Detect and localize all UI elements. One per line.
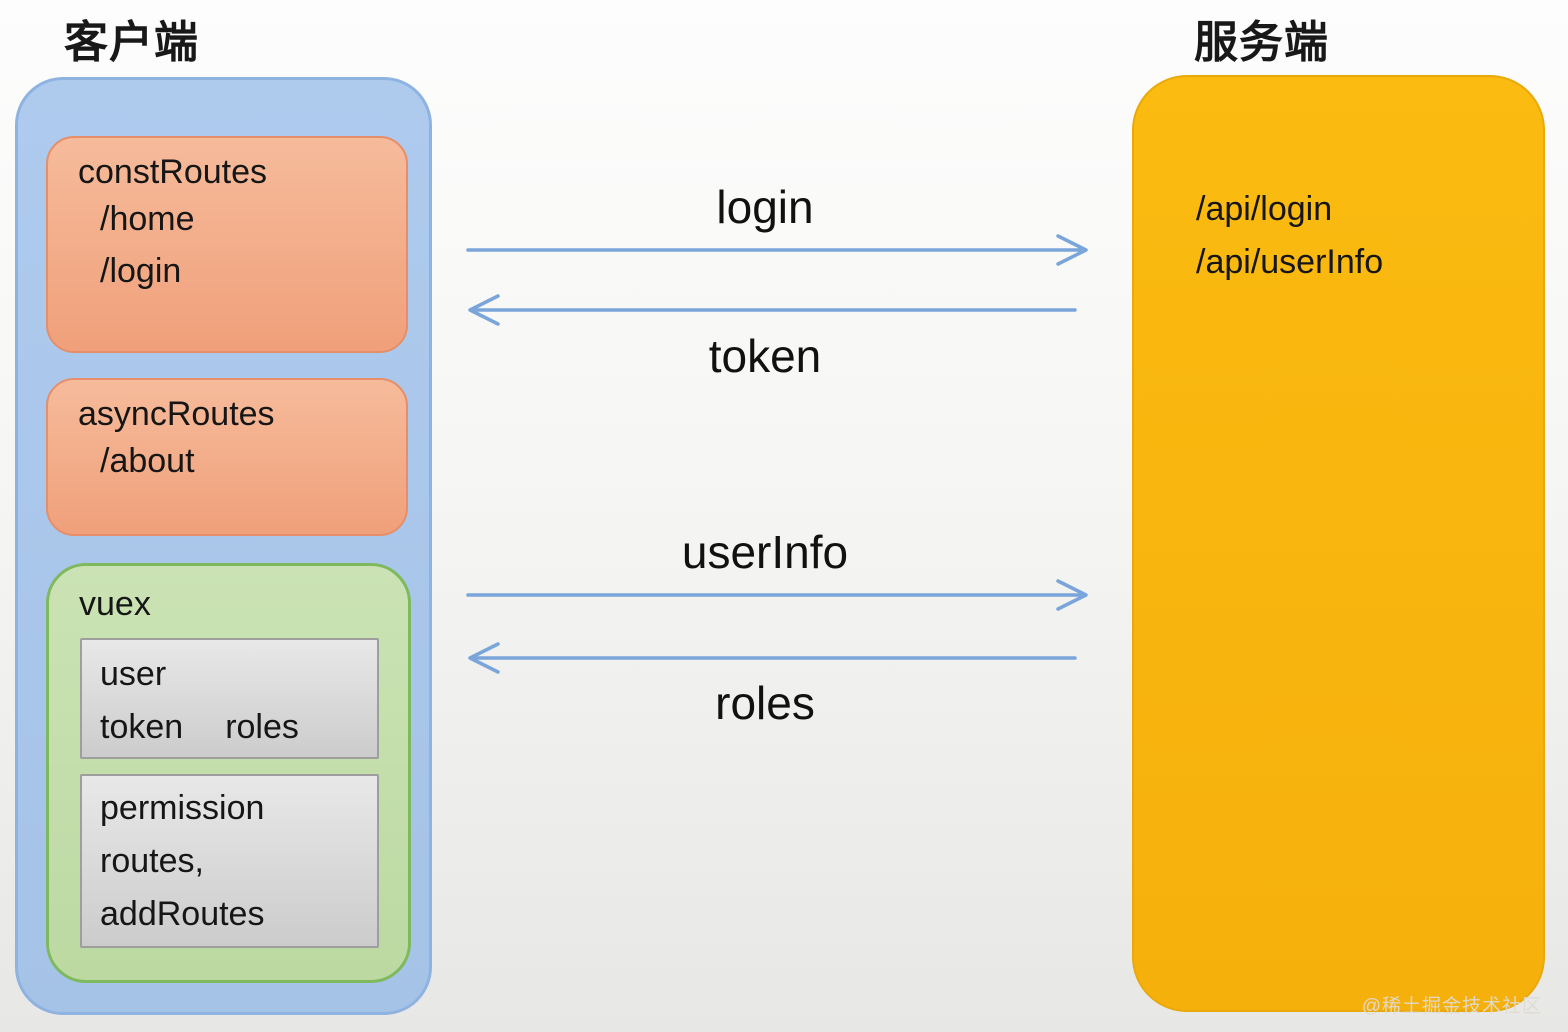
message-label-login: login bbox=[716, 181, 814, 233]
vuex-state-token-roles: token roles bbox=[100, 701, 377, 754]
vuex-state-roles: roles bbox=[225, 708, 299, 746]
route-about: /about bbox=[100, 442, 195, 480]
message-label-userinfo: userInfo bbox=[681, 526, 849, 578]
vuex-state-token: token bbox=[100, 708, 184, 746]
async-routes-box: asyncRoutes /about bbox=[46, 378, 408, 536]
vuex-permission-box: permission routes, addRoutes bbox=[80, 774, 379, 948]
server-container: /api/login /api/userInfo bbox=[1132, 75, 1545, 1012]
client-title: 客户端 bbox=[64, 18, 199, 67]
arrow-left-roles-icon bbox=[468, 642, 1077, 674]
watermark: @稀土掘金技术社区 bbox=[1361, 996, 1542, 1017]
vuex-state-user: user bbox=[100, 655, 167, 693]
vuex-title: vuex bbox=[79, 585, 151, 623]
vuex-permission-line2: routes, bbox=[100, 842, 204, 880]
const-routes-box: constRoutes /home /login bbox=[46, 136, 408, 353]
const-routes-title: constRoutes bbox=[78, 153, 267, 191]
endpoint-api-userinfo: /api/userInfo bbox=[1196, 243, 1384, 281]
route-home: /home bbox=[100, 200, 195, 238]
message-label-token: token bbox=[708, 330, 822, 382]
vuex-state-box: user token roles bbox=[80, 638, 379, 759]
route-login: /login bbox=[100, 252, 182, 290]
arrow-right-userinfo-icon bbox=[466, 579, 1088, 611]
vuex-box: vuex user token roles permission routes, … bbox=[46, 563, 411, 983]
vuex-permission-line3: addRoutes bbox=[100, 895, 265, 933]
message-label-roles: roles bbox=[715, 677, 815, 729]
arrow-left-token-icon bbox=[468, 294, 1077, 326]
server-title: 服务端 bbox=[1194, 18, 1329, 67]
arrow-right-login-icon bbox=[466, 234, 1088, 266]
endpoint-api-login: /api/login bbox=[1196, 190, 1333, 228]
async-routes-title: asyncRoutes bbox=[78, 395, 275, 433]
client-container: constRoutes /home /login asyncRoutes /ab… bbox=[15, 77, 432, 1015]
vuex-permission-line1: permission bbox=[100, 789, 265, 827]
